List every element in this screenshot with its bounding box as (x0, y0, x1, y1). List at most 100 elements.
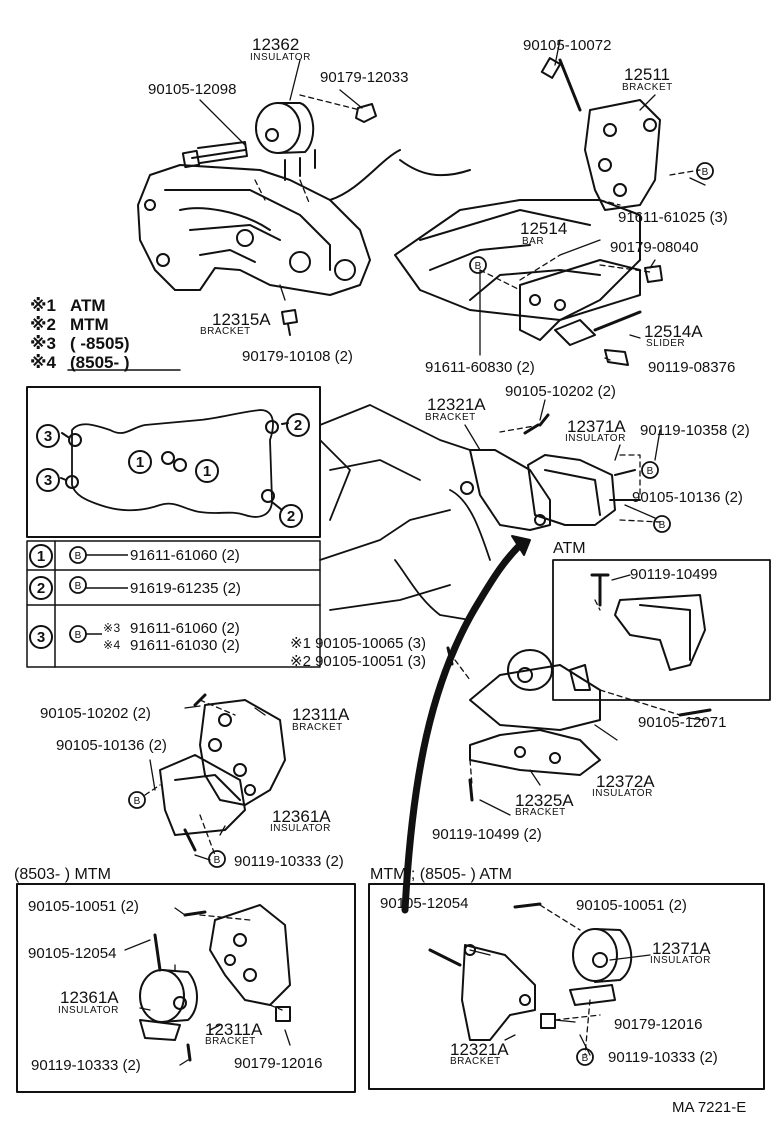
part-12511-type: BRACKET (622, 82, 673, 93)
part-12321A-top-number: 12321A (427, 395, 486, 414)
svg-text:B: B (75, 581, 82, 592)
mtm-atm-right-box (368, 883, 765, 1090)
box-right-part-90179-12016: 90179-12016 (614, 1016, 703, 1033)
bracket-12325A-drawing (469, 729, 601, 776)
part-90179-12033: 90179-12033 (320, 69, 409, 86)
box-left-part-12361A-number: 12361A (60, 988, 119, 1007)
part-12362-type: INSULATOR (250, 52, 311, 63)
box-right-part-90105-12054: 90105-12054 (380, 895, 469, 912)
transmission-housing-drawing (137, 149, 401, 296)
mtm-left-header: (8503- ) MTM (14, 866, 111, 883)
box-right-part-12371A-number: 12371A (652, 939, 711, 958)
figure-code: MA 7221-E (672, 1099, 747, 1116)
part-12321A-top-type: BRACKET (425, 412, 476, 423)
part-12371A-top-number: 12371A (567, 417, 626, 436)
svg-text:1: 1 (203, 463, 211, 480)
mtm-right-header: MTM ; (8505- ) ATM (370, 866, 512, 883)
bolt-table-row-3a-mark: ※3 (103, 621, 121, 635)
part-12325A-number: 12325A (515, 791, 574, 810)
bolt-table-row-1-part: 91611-61060 (2) (130, 547, 240, 564)
legend-text-1: ATM (70, 296, 106, 315)
insulator-12362-drawing (255, 102, 316, 181)
svg-text:B: B (75, 551, 82, 562)
part-12315A-type: BRACKET (200, 326, 251, 337)
legend-mark-4: ※4 (30, 353, 56, 372)
part-90105-10202-top: 90105-10202 (2) (505, 383, 616, 400)
part-12362-number: 12362 (252, 35, 300, 54)
part-12311A-left-number: 12311A (292, 705, 350, 724)
svg-text:2: 2 (37, 580, 45, 597)
part-12361A-left-number: 12361A (272, 807, 331, 826)
part-90179-08040: 90179-08040 (610, 239, 699, 256)
bolt-table-frame (26, 540, 321, 668)
bar-12514-drawing (519, 259, 663, 366)
part-90119-10499-bottom: 90119-10499 (2) (432, 826, 542, 843)
dashed-guides (144, 94, 701, 1056)
part-90105-12071: 90105-12071 (638, 714, 727, 731)
part-12315A-number: 12315A (212, 310, 271, 329)
part-12511-number: 12511 (624, 65, 671, 84)
legend-mark-3: ※3 (30, 334, 56, 353)
bolt-table-row-3b-mark: ※4 (103, 638, 121, 652)
nut-90179-12033-drawing (355, 103, 377, 123)
box-left-part-90105-10051: 90105-10051 (2) (28, 898, 139, 915)
part-90105-10202-left: 90105-10202 (2) (40, 705, 151, 722)
svg-text:3: 3 (37, 629, 45, 646)
table-leaders (86, 554, 128, 635)
svg-text:B: B (582, 1053, 589, 1064)
part-90105-10072: 90105-10072 (523, 37, 612, 54)
part-90119-08376: 90119-08376 (648, 359, 736, 376)
part-90119-10333-left: 90119-10333 (2) (234, 853, 344, 870)
box-right-part-90119-10333: 90119-10333 (2) (608, 1049, 718, 1066)
part-90105-10136-right: 90105-10136 (2) (632, 489, 743, 506)
position-number-circles (29, 413, 310, 649)
box-right-part-90105-10051: 90105-10051 (2) (576, 897, 687, 914)
part-12372A-number: 12372A (596, 772, 655, 791)
legend-text-2: MTM (70, 315, 109, 334)
engine-outline-mid (319, 404, 491, 621)
bolt-table-row-3b-part: 91611-61030 (2) (130, 637, 240, 654)
position-number-text: 33 11 22 123 (37, 417, 302, 646)
box-left-part-12311A-type: BRACKET (205, 1036, 256, 1047)
insulator-12361A-left-drawing (159, 754, 246, 852)
svg-text:B: B (134, 796, 141, 807)
svg-text:2: 2 (287, 508, 295, 525)
part-90105-12098: 90105-12098 (148, 81, 237, 98)
part-90105-10065: ※1 90105-10065 (3) (290, 635, 426, 652)
box-left-part-90179-12016: 90179-12016 (234, 1055, 323, 1072)
part-12371A-top-type: INSULATOR (565, 433, 626, 444)
part-12361A-left-type: INSULATOR (270, 823, 331, 834)
legend-mark-1: ※1 (30, 296, 56, 315)
box-right-part-12371A-type: INSULATOR (650, 955, 711, 966)
engine-block-drawing (394, 159, 641, 321)
part-12514-type: BAR (522, 236, 545, 247)
part-90179-10108: 90179-10108 (2) (242, 348, 353, 365)
bolt-table-row-2-part: 91619-61235 (2) (130, 580, 241, 597)
part-12514A-number: 12514A (644, 322, 703, 341)
nut-90179-10108-drawing (281, 309, 298, 336)
box-left-part-90119-10333: 90119-10333 (2) (31, 1057, 141, 1074)
part-12514-number: 12514 (520, 219, 568, 238)
leader-lines (124, 39, 706, 1066)
b-markers (69, 162, 714, 1066)
svg-text:3: 3 (44, 472, 52, 489)
part-12514A-type: SLIDER (646, 338, 686, 349)
bolt-90105-12098-drawing (181, 141, 248, 169)
insulator-12372A-drawing (469, 649, 601, 731)
part-90105-10051-mid: ※2 90105-10051 (3) (290, 653, 426, 670)
svg-text:B: B (475, 261, 482, 272)
box-left-part-90105-12054: 90105-12054 (28, 945, 117, 962)
atm-label: ATM (553, 540, 586, 557)
svg-text:1: 1 (37, 548, 45, 565)
svg-text:B: B (659, 520, 666, 531)
svg-text:2: 2 (294, 417, 302, 434)
part-90119-10358: 90119-10358 (2) (640, 422, 750, 439)
legend-mark-2: ※2 (30, 315, 56, 334)
part-12372A-type: INSULATOR (592, 788, 653, 799)
part-12311A-left-type: BRACKET (292, 722, 343, 733)
bracket-12511-drawing (540, 57, 661, 211)
bracket-12321A-top-drawing (460, 413, 551, 531)
svg-text:B: B (702, 167, 709, 178)
legend-text-4: (8505- ) (70, 353, 130, 372)
